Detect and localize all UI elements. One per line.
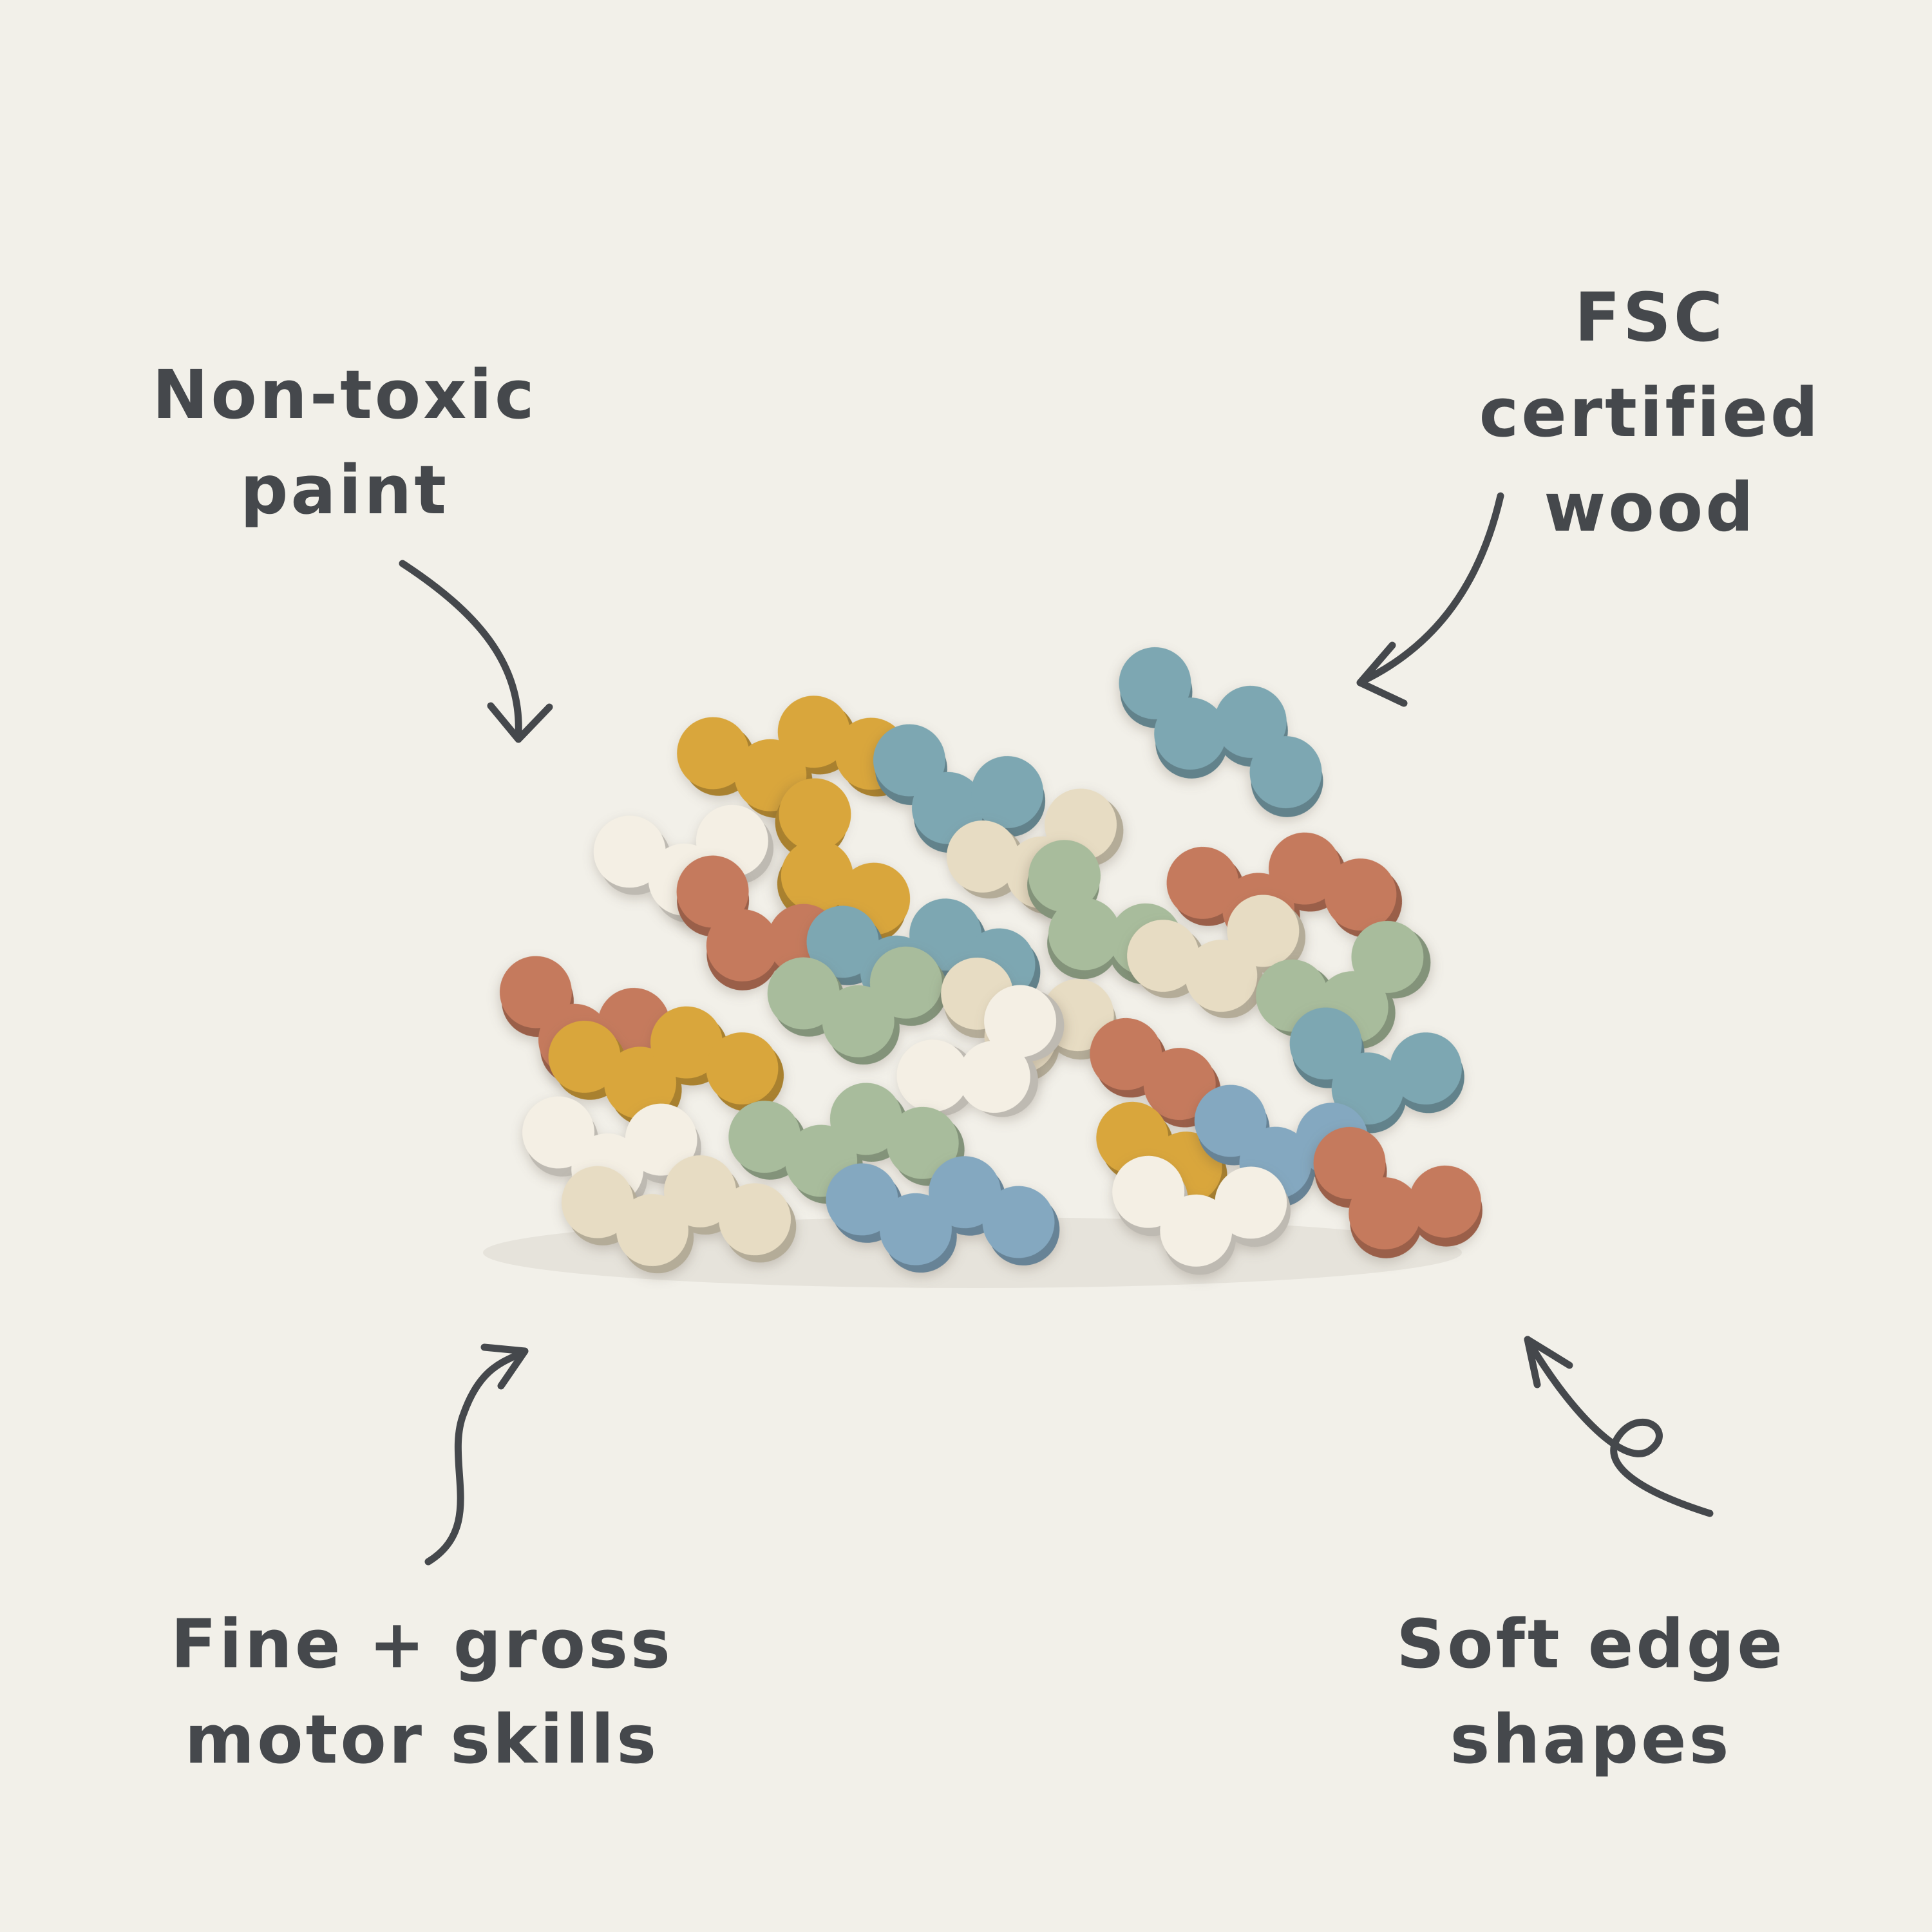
toy-block-blue [826,1156,1060,1273]
label-line: Fine + gross [171,1605,673,1683]
label-fine-gross-motor-skills: Fine + gross motor skills [171,1597,673,1787]
label-line: FSC [1574,278,1726,357]
label-line: shapes [1450,1700,1732,1779]
toy-block-white [896,985,1065,1117]
arrow-fine-gross-motor-icon [424,1343,529,1566]
toy-block-cream [1127,895,1306,1019]
label-line: motor skills [184,1700,659,1779]
toy-block-cream [561,1155,797,1274]
label-line: Soft edge [1396,1605,1785,1683]
stacked-wave-blocks [499,647,1482,1275]
label-line: certified [1479,373,1821,452]
toy-block-teal [1289,1007,1464,1133]
toy-block-mustard [775,778,911,943]
label-fsc-certified-wood: FSC certified wood [1479,270,1821,556]
toy-block-mustard [677,696,914,819]
toy-block-white [1112,1155,1291,1275]
arrow-fsc-certified-wood-icon [1356,492,1504,707]
label-line: wood [1544,468,1756,547]
arrow-soft-edge-shapes-icon [1524,1336,1714,1517]
toy-block-teal [806,898,1041,1016]
toy-block-sage [767,946,948,1065]
arrow-non-toxic-paint-icon [399,560,553,743]
label-non-toxic-paint: Non-toxic paint [152,348,536,538]
label-line: paint [240,450,450,529]
label-line: Non-toxic [152,355,537,434]
toy-block-teal [1119,647,1323,817]
label-soft-edge-shapes: Soft edge shapes [1396,1597,1785,1787]
toy-block-terracotta [1313,1126,1482,1258]
toy-block-sage [1027,840,1182,985]
